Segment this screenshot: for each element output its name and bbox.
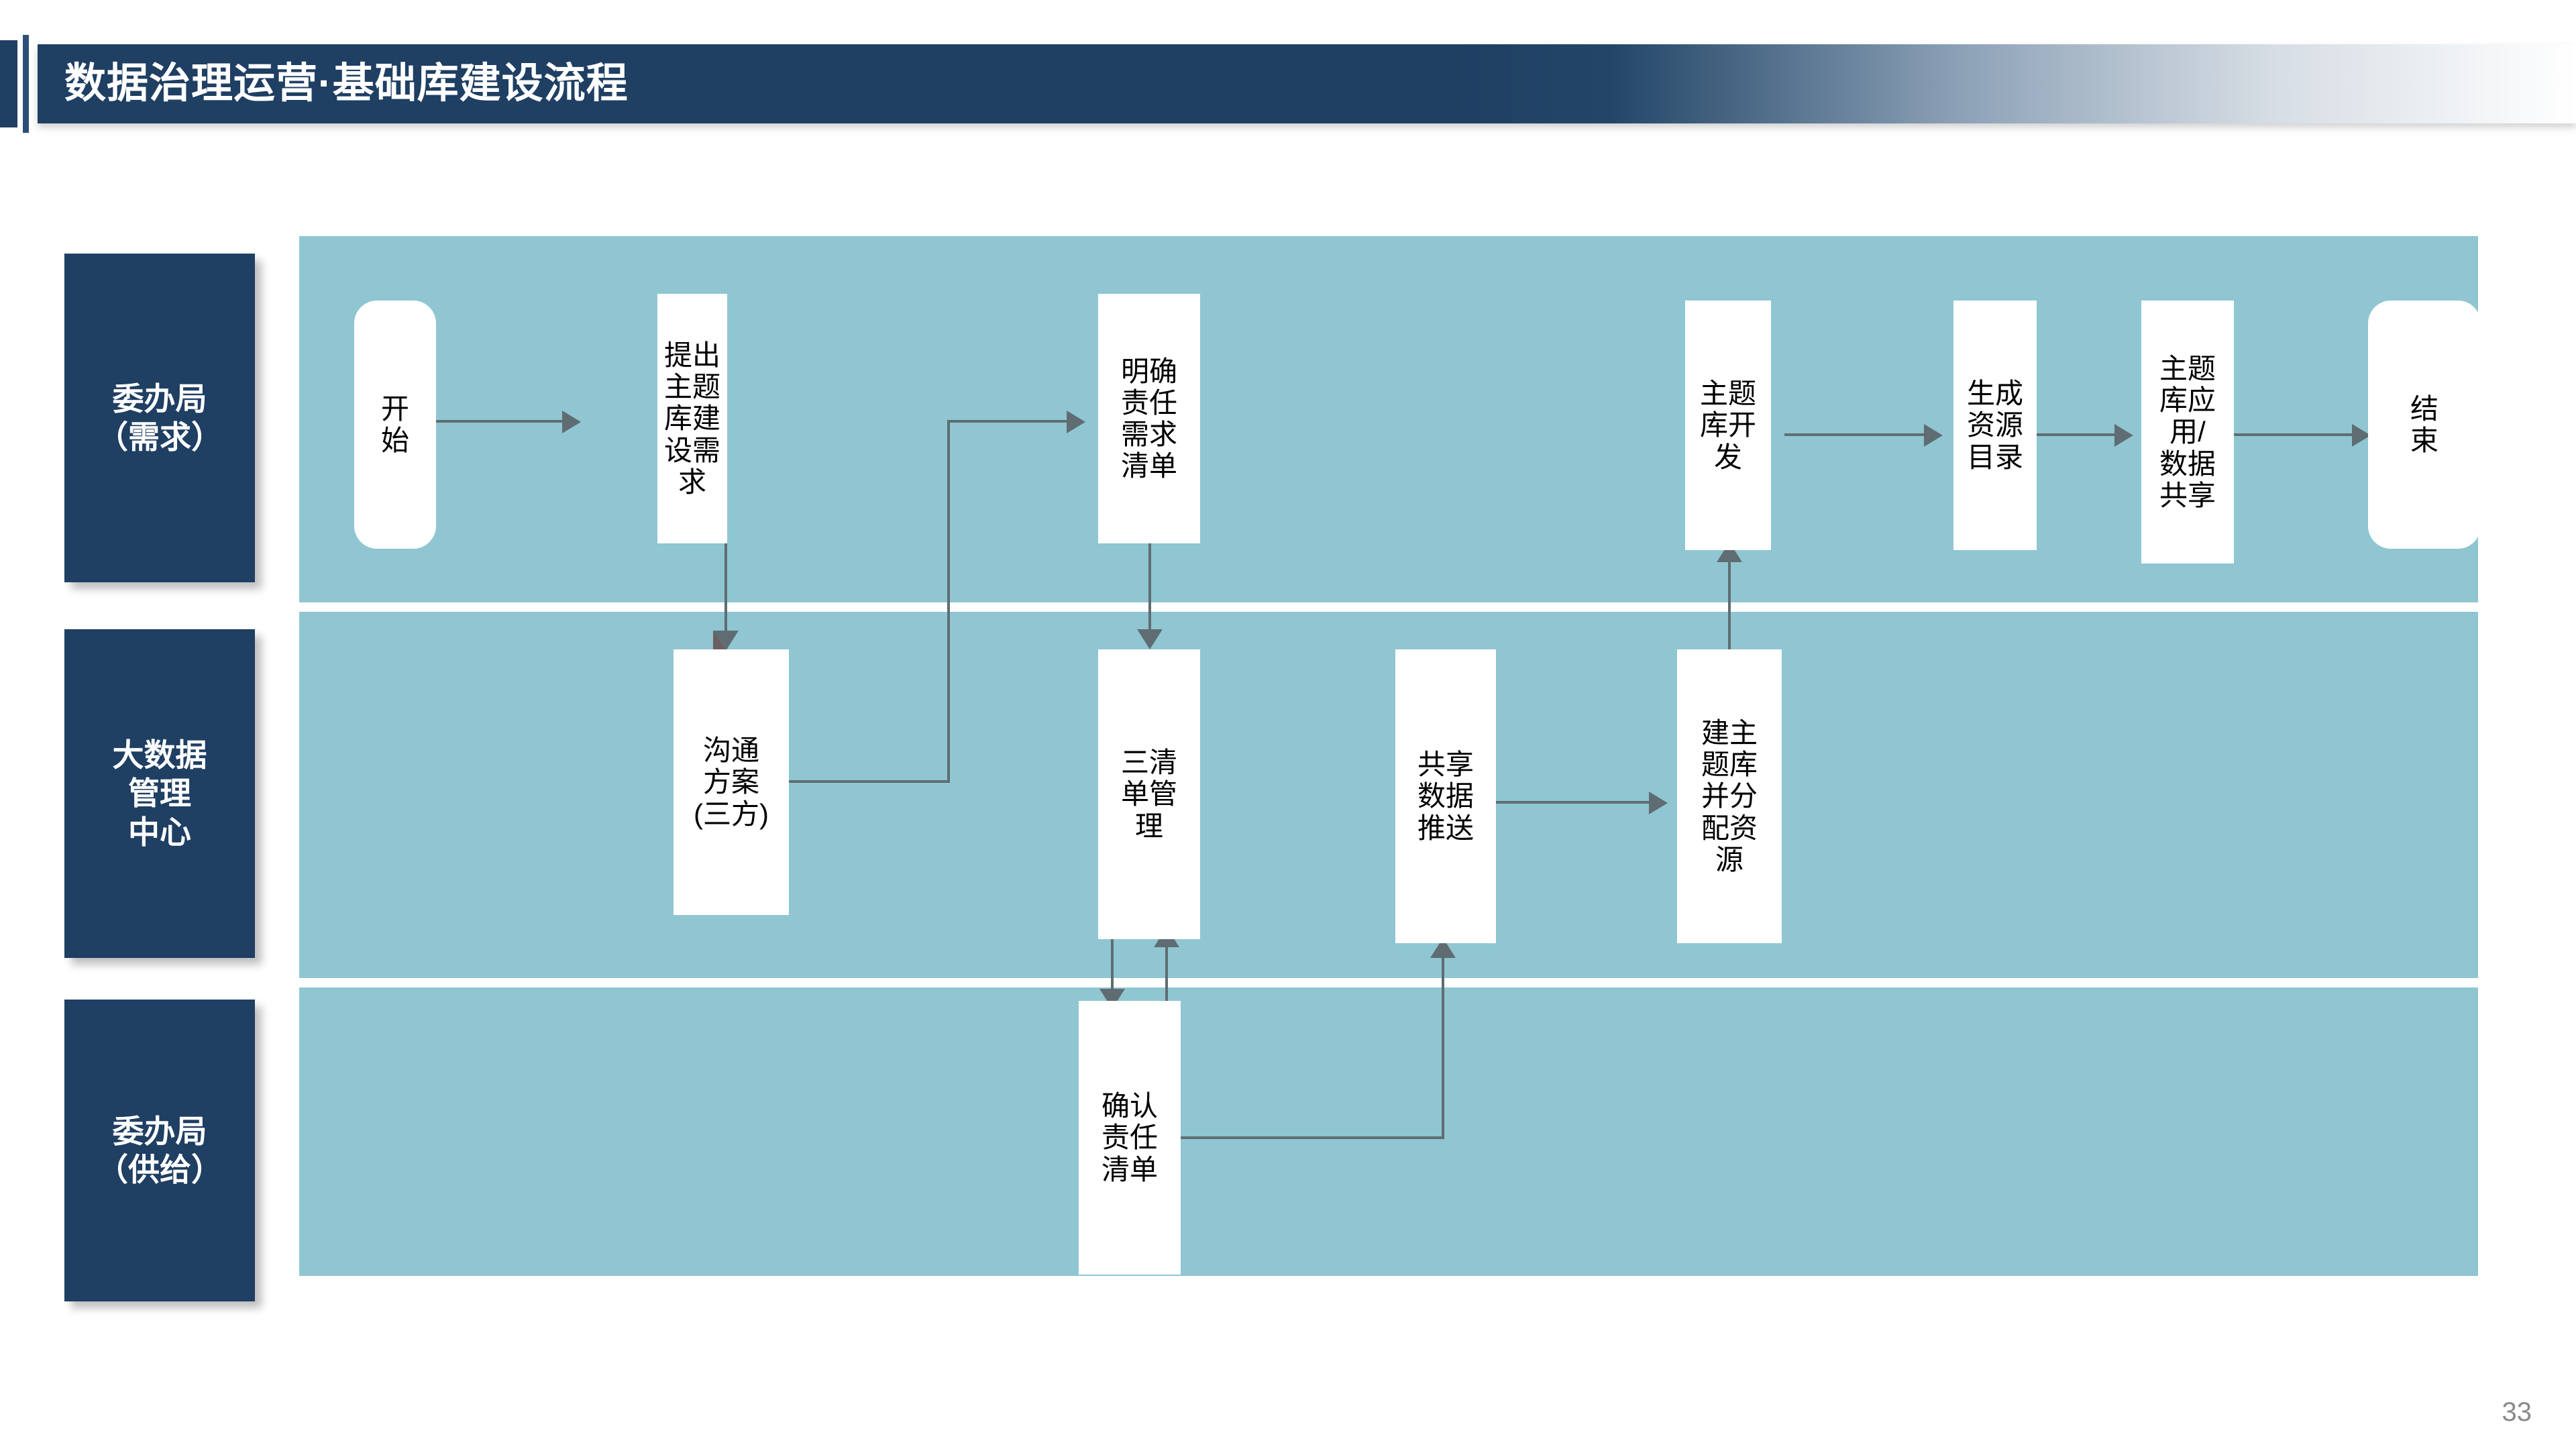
node-end[interactable]: 结 束 xyxy=(2368,301,2481,549)
edge-comm-plan-right xyxy=(786,780,949,783)
node-apply-share[interactable]: 主题 库应 用/ 数据 共享 xyxy=(2141,301,2234,564)
edge-comm-plan-up xyxy=(947,420,950,783)
node-confirm-list[interactable]: 确认 责任 清单 xyxy=(1079,1001,1181,1275)
edge-arrow-build-db xyxy=(1649,792,1668,814)
edge-clarify-to-three-list xyxy=(1148,543,1151,645)
node-comm-plan[interactable]: 沟通 方案 (三方) xyxy=(674,649,789,915)
node-three-list[interactable]: 三清 单管 理 xyxy=(1098,649,1200,939)
edge-arrow-raise-need xyxy=(562,411,581,433)
node-clarify-list[interactable]: 明确 责任 需求 清单 xyxy=(1098,294,1200,543)
node-start[interactable]: 开 始 xyxy=(354,301,436,549)
node-gen-catalog[interactable]: 生成 资源 目录 xyxy=(1953,301,2037,550)
lane-band-supply xyxy=(299,987,2478,1276)
edge-arrow-apply-share xyxy=(2114,424,2133,447)
node-dev-db[interactable]: 主题 库开 发 xyxy=(1685,301,1771,550)
lane-label-bigdata: 大数据 管理 中心 xyxy=(64,629,255,958)
edge-dev-db-to-gen-catalog xyxy=(1784,433,1939,436)
page-number: 33 xyxy=(2502,1397,2532,1427)
page-title: 数据治理运营·基础库建设流程 xyxy=(64,60,629,107)
edge-confirm-up xyxy=(1442,953,1444,1139)
edge-arrow-comm-plan xyxy=(713,631,739,651)
header-bar xyxy=(38,44,2576,123)
edge-arrow-three-list xyxy=(1137,629,1163,649)
lane-band-bigdata xyxy=(299,612,2478,978)
node-build-db[interactable]: 建主 题库 并分 配资 源 xyxy=(1677,649,1782,943)
edge-arrow-end xyxy=(2352,424,2371,447)
lane-label-demand: 委办局 （需求） xyxy=(64,254,255,582)
edge-build-db-to-dev-db xyxy=(1728,554,1731,668)
header-accent-stripe xyxy=(0,40,17,127)
edge-arrow-clarify-list xyxy=(1067,411,1085,433)
node-push-data[interactable]: 共享 数据 推送 xyxy=(1395,649,1496,943)
edge-push-data-to-build-db xyxy=(1496,801,1664,804)
lane-label-supply: 委办局 （供给） xyxy=(64,1000,255,1301)
edge-gen-catalog-to-apply-share xyxy=(2037,433,2131,436)
edge-confirm-right xyxy=(1163,1136,1444,1139)
edge-start-to-raise-need xyxy=(436,420,577,423)
edge-confirm-to-three-list xyxy=(1165,939,1168,1013)
edge-comm-plan-to-clarify xyxy=(947,420,1076,423)
node-raise-need[interactable]: 提出 主题 库建 设需 求 xyxy=(657,294,727,543)
header-accent-stripe-outer xyxy=(23,35,29,133)
edge-raise-need-to-comm-plan xyxy=(724,543,727,649)
edge-arrow-gen-catalog xyxy=(1924,424,1943,447)
edge-apply-share-to-end xyxy=(2234,433,2368,436)
edge-three-list-to-confirm xyxy=(1111,936,1114,1006)
